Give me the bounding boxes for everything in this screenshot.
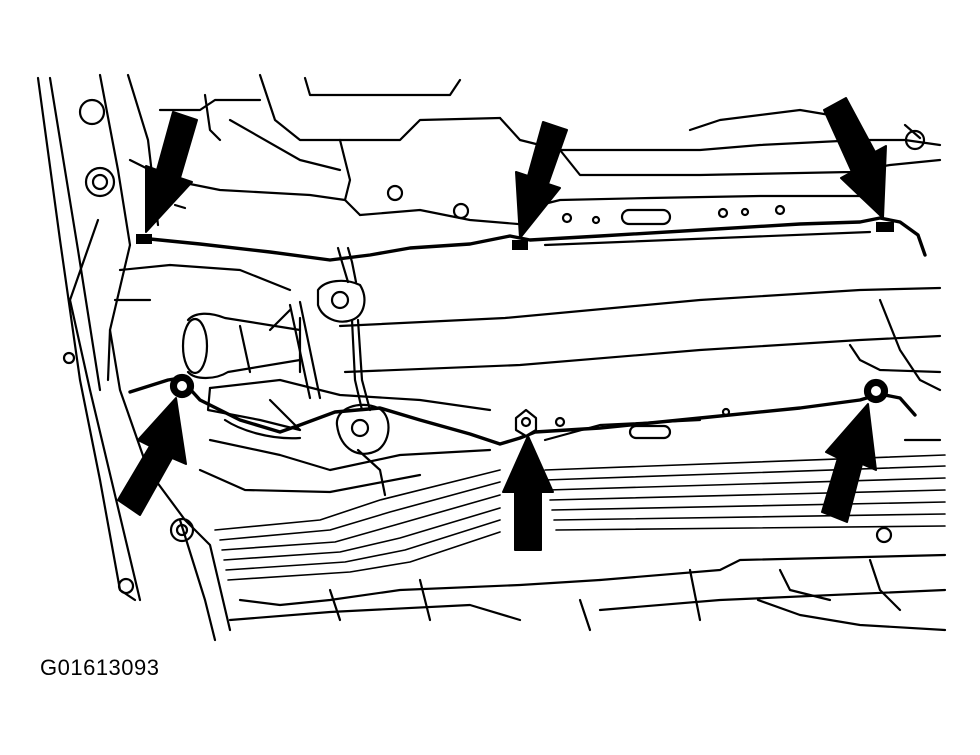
arrow-down-right-clip-icon [823, 97, 887, 219]
arrow-up-center-bolt-icon [502, 435, 554, 551]
heat-shield [113, 263, 492, 440]
bolt-right [863, 378, 889, 404]
exhaust-hanger [268, 246, 390, 497]
arrow-down-left-clip-icon [145, 111, 198, 233]
wiring-harness-lower [128, 376, 917, 446]
wiring-harness-upper [138, 216, 927, 262]
floor-pan-ribs [214, 454, 946, 581]
arrow-down-center-clip-icon [515, 121, 568, 239]
bolt-left [169, 373, 195, 399]
bolt-lower-left [169, 517, 195, 543]
callout-arrows-down [145, 97, 887, 239]
harness-clips-upper [136, 222, 894, 250]
arrow-up-left-bolt-icon [117, 397, 187, 516]
arrow-up-right-bolt-icon [821, 403, 877, 523]
bolt-center [514, 408, 538, 438]
left-body-panel [36, 73, 232, 642]
figure-id-label: G01613093 [40, 655, 160, 680]
callout-arrows-up [117, 397, 877, 551]
lower-floor-pan [198, 298, 947, 632]
exhaust-pipe [181, 286, 942, 400]
